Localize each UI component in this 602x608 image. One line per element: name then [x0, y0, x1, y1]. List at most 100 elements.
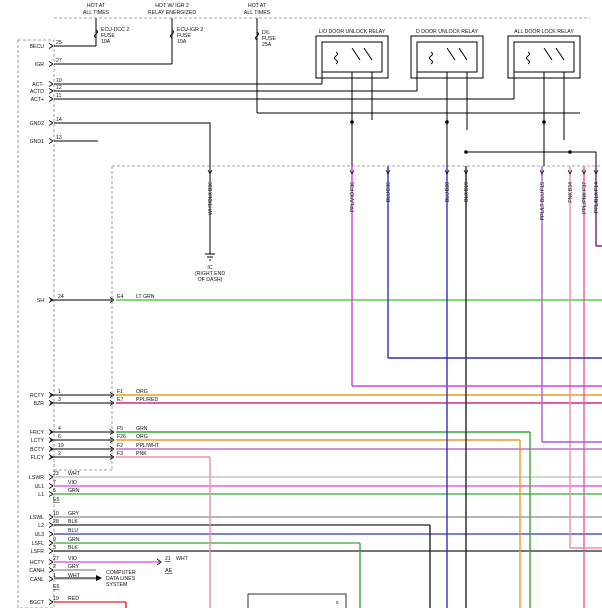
pin-number: 6	[58, 434, 61, 440]
pin-label: FLCY	[31, 455, 45, 461]
wire-color-label: WHT	[68, 573, 81, 579]
relay-lo-door-unlock: L/O DOOR UNLOCK RELAY	[315, 29, 389, 79]
connector-arrow-icon	[48, 483, 54, 489]
pin-number: 28	[53, 519, 59, 525]
wire-color-label: VIO	[68, 480, 77, 486]
wire-color-label: WHT/BLK	[208, 191, 214, 215]
connector-arrow-icon	[109, 446, 115, 452]
pin-label: UL3	[34, 532, 44, 538]
pin-label: GND2	[30, 121, 45, 127]
pin-label: LSFL	[32, 541, 45, 547]
internal-wiring	[54, 45, 597, 166]
fuse-3-line-3: 25A	[262, 42, 272, 48]
connector-arrow-icon	[48, 88, 54, 94]
connector-arrow-icon	[48, 548, 54, 554]
wire-color-label: PPL/PNK	[582, 191, 588, 213]
ground-note-1: IC	[207, 265, 212, 271]
connector-arrow-icon	[109, 297, 115, 303]
relay-2-title: D DOOR UNLOCK RELAY	[416, 29, 478, 35]
power-source-3-header-1: HOT AT	[248, 3, 267, 9]
terminal-id: E4	[117, 294, 123, 300]
terminal-id: F26	[117, 434, 126, 440]
relay-coil-icon	[334, 51, 338, 65]
pin-number: 24	[58, 294, 64, 300]
pin-label: GND1	[30, 139, 45, 145]
connector-arrow-icon	[48, 474, 54, 480]
terminal-id: B34	[568, 182, 574, 191]
relay-3-title: ALL DOOR LOCK RELAY	[514, 29, 574, 35]
terminal-id: F1	[117, 389, 123, 395]
connector-arrow-icon	[48, 540, 54, 546]
ground-icon	[205, 253, 215, 261]
wire-color-label: GRN	[136, 426, 148, 432]
wire-color-label: BLK	[68, 545, 78, 551]
power-source-2-header-2: RELAY ENERGIZED	[148, 10, 196, 16]
terminal-id: F2	[117, 443, 123, 449]
pin-number: 19	[58, 443, 64, 449]
terminal-id: B20	[445, 182, 451, 191]
pin-number: 10	[56, 78, 62, 84]
connector-id: 21	[165, 556, 171, 562]
connector-arrow-icon	[385, 169, 391, 175]
pin-label: IGR	[35, 62, 44, 68]
pin-label: BCTY	[30, 447, 44, 453]
fuse-icon	[170, 29, 174, 39]
pin-label: LSWR	[29, 475, 44, 481]
connector-arrow-icon	[48, 491, 54, 497]
wire-color-label: BLU	[68, 528, 78, 534]
connector-arrow-icon	[349, 169, 355, 175]
terminal-id: B19	[464, 182, 470, 191]
pin-number: 14	[56, 117, 62, 123]
ground-note-3: OF DASH)	[198, 277, 223, 283]
pin-labels: BECU25IGR27ACT-10ACTD12ACT+11GND214GND11…	[29, 40, 600, 606]
pin-number: 27	[53, 556, 59, 562]
power-source-3-header-2: ALL TIMES	[244, 10, 271, 16]
connector-arrow-icon	[48, 61, 54, 67]
power-source-1-header-2: ALL TIMES	[83, 10, 110, 16]
power-source-1-header-1: HOT AT	[87, 3, 106, 9]
wire-color-label: PPL/WHT	[136, 443, 160, 449]
connector-arrow-icon	[48, 446, 54, 452]
pin-label: HCTY	[30, 560, 45, 566]
pin-label: BZR	[34, 401, 45, 407]
fuse-2-line-2: FUSE	[177, 33, 191, 39]
relay-all-door-lock: ALL DOOR LOCK RELAY	[507, 29, 581, 79]
connector-arrow-icon	[109, 400, 115, 406]
module-border	[17, 39, 55, 608]
connector-id: E5	[53, 497, 59, 503]
pin-number: 5	[53, 488, 56, 494]
pin-label: ACTD	[30, 89, 44, 95]
wire-color-label: PPL/VIO	[350, 192, 356, 212]
pin-label: ACT+	[31, 97, 44, 103]
terminal-id: F3	[117, 451, 123, 457]
wire-color-label: RED	[68, 596, 79, 602]
pin-label: L2	[38, 523, 44, 529]
pin-label: L1	[38, 492, 44, 498]
pin-label: SH	[37, 298, 44, 304]
computer-data-lines: COMPUTER DATA LINES SYSTEM AE x	[54, 568, 347, 608]
pin-number: 23	[53, 471, 59, 477]
connector-arrow-icon	[48, 576, 54, 582]
terminal-id: F14	[594, 182, 600, 191]
pin-number: 4	[58, 426, 61, 432]
arrow-right-icon	[96, 575, 102, 581]
wire-color-label: BLU	[386, 192, 392, 202]
computer-ref: AE	[165, 568, 173, 574]
computer-note-3: SYSTEM	[106, 582, 127, 588]
wire-color-label: ORG	[136, 434, 148, 440]
wire-color-label: GRN	[68, 488, 80, 494]
fuse-icon	[255, 31, 259, 41]
terminal-id: C36	[386, 182, 392, 192]
fuse-icon	[94, 29, 98, 39]
relay-1-title: L/O DOOR UNLOCK RELAY	[319, 29, 386, 35]
connector-arrow-icon	[48, 400, 54, 406]
terminal-id: B36	[208, 182, 214, 191]
connector-arrow-icon	[48, 437, 54, 443]
power-source-2: HOT W/ IGR 2 RELAY ENERGIZED ECU-IGR 2 F…	[148, 3, 203, 64]
connector-arrow-icon	[109, 437, 115, 443]
wire-color-label: PPL/LT BLU	[540, 192, 546, 221]
connector-arrow-icon	[109, 429, 115, 435]
connector-arrow-icon	[48, 392, 54, 398]
connector-arrow-icon	[207, 169, 213, 175]
